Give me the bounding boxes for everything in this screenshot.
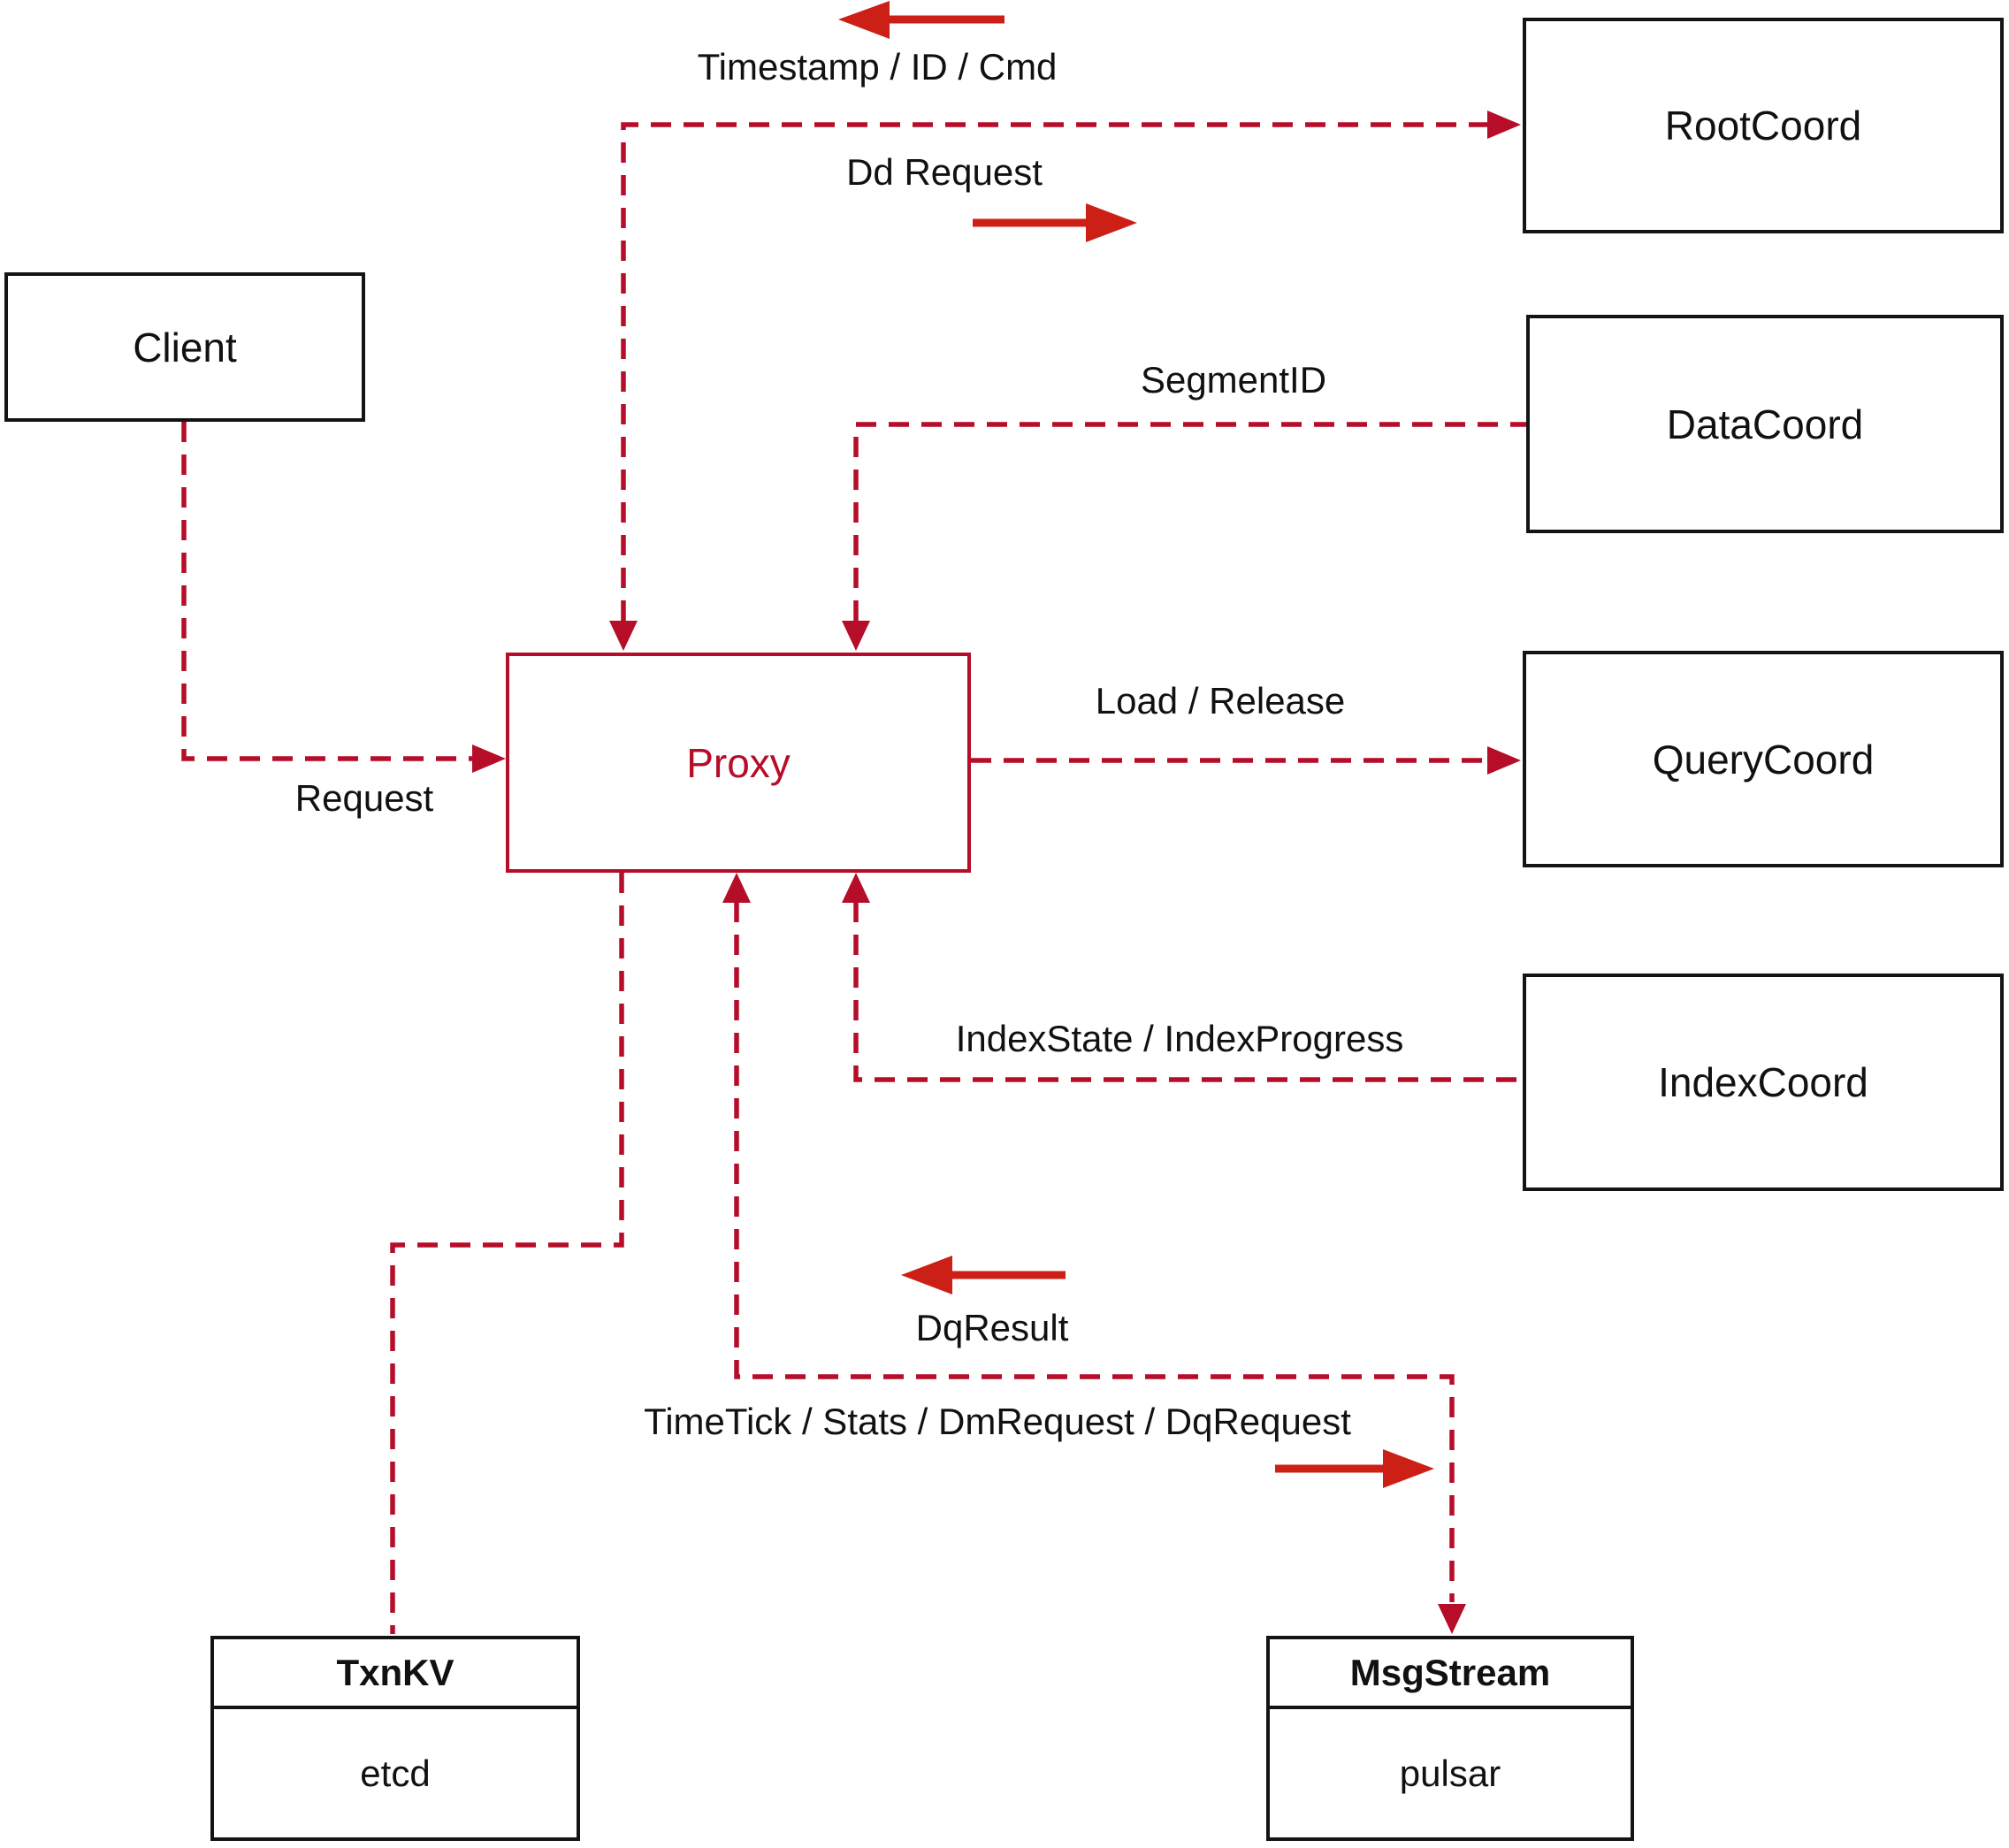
indexcoord-node-label: IndexCoord bbox=[1658, 1059, 1868, 1105]
proxy-node-label: Proxy bbox=[686, 739, 791, 786]
arrowhead-into-proxy-top-left-icon bbox=[609, 621, 638, 651]
timetick-direction-right-arrow-icon bbox=[1275, 1449, 1434, 1488]
proxy-node: Proxy bbox=[506, 653, 971, 873]
label-timestamp-id-cmd: Timestamp / ID / Cmd bbox=[697, 46, 1058, 88]
arrowhead-into-querycoord-icon bbox=[1487, 746, 1521, 775]
arrowhead-into-proxy-left-icon bbox=[472, 745, 506, 773]
label-index-state: IndexState / IndexProgress bbox=[955, 1018, 1404, 1059]
querycoord-node-label: QueryCoord bbox=[1652, 736, 1875, 783]
edge-proxy-txnkv bbox=[390, 873, 624, 1634]
label-request: Request bbox=[294, 777, 434, 819]
edge-datacoord-proxy bbox=[853, 422, 1526, 621]
arrowhead-into-proxy-top-right-icon bbox=[842, 621, 870, 651]
dq-result-direction-left-arrow-icon bbox=[901, 1256, 1066, 1294]
edge-proxy-rootcoord bbox=[621, 122, 1487, 621]
client-node: Client bbox=[4, 272, 365, 422]
label-dd-request: Dd Request bbox=[846, 151, 1043, 193]
rootcoord-node-label: RootCoord bbox=[1664, 103, 1862, 149]
arrowhead-into-proxy-bottom-left-icon bbox=[722, 873, 751, 903]
arrowhead-into-proxy-bottom-right-icon bbox=[842, 873, 870, 903]
msgstream-node-subtitle: pulsar bbox=[1399, 1752, 1501, 1794]
msgstream-node: MsgStream pulsar bbox=[1266, 1636, 1634, 1841]
arrowhead-into-rootcoord-icon bbox=[1487, 111, 1521, 139]
arrowhead-into-msgstream-icon bbox=[1438, 1604, 1466, 1634]
datacoord-node: DataCoord bbox=[1526, 315, 2004, 533]
label-dq-result: DqResult bbox=[915, 1307, 1069, 1348]
txnkv-node: TxnKV etcd bbox=[210, 1636, 580, 1841]
txnkv-node-subtitle: etcd bbox=[360, 1752, 431, 1794]
edge-proxy-msgstream bbox=[734, 902, 1455, 1602]
timestamp-direction-left-arrow-icon bbox=[838, 1, 1004, 39]
datacoord-node-label: DataCoord bbox=[1666, 401, 1864, 447]
indexcoord-node: IndexCoord bbox=[1523, 974, 2004, 1191]
edge-indexcoord-proxy bbox=[853, 902, 1521, 1082]
label-time-tick: TimeTick / Stats / DmRequest / DqRequest bbox=[644, 1401, 1351, 1442]
client-node-label: Client bbox=[133, 324, 237, 370]
dd-request-direction-right-arrow-icon bbox=[973, 203, 1137, 242]
txnkv-node-title: TxnKV bbox=[214, 1639, 577, 1709]
rootcoord-node: RootCoord bbox=[1523, 18, 2004, 233]
msgstream-node-title: MsgStream bbox=[1270, 1639, 1631, 1709]
querycoord-node: QueryCoord bbox=[1523, 651, 2004, 867]
label-load-release: Load / Release bbox=[1095, 680, 1346, 722]
edge-client-proxy bbox=[181, 422, 472, 761]
label-segment-id: SegmentID bbox=[1140, 359, 1327, 401]
